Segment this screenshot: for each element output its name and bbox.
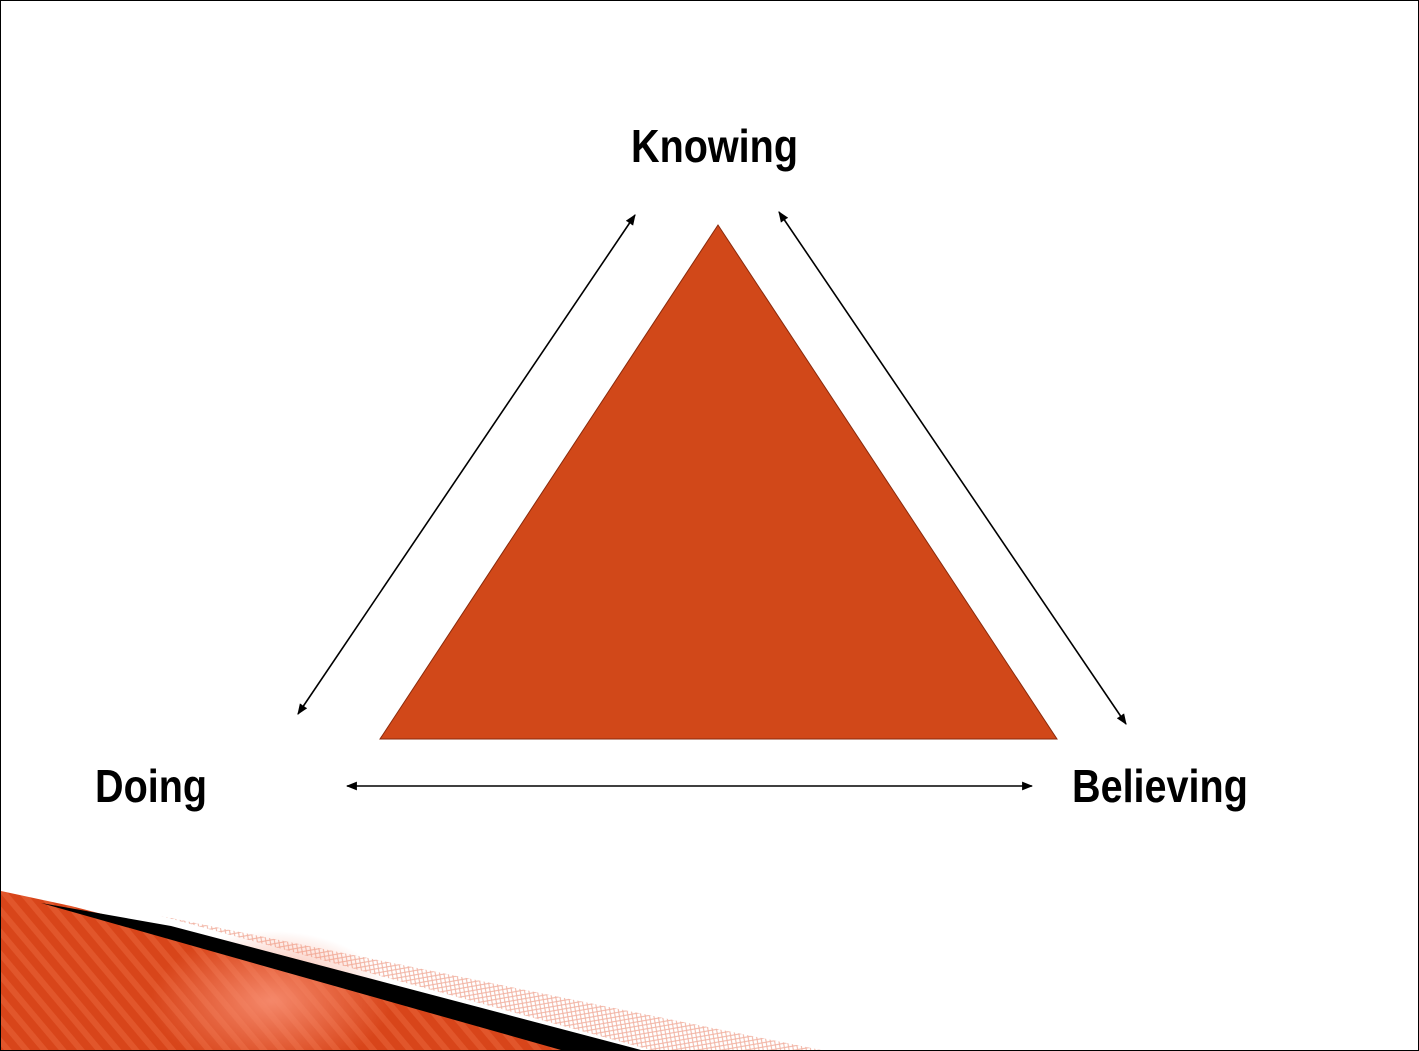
decorative-swoosh [1,891,821,1050]
arrow-knowing-doing [297,214,636,715]
arrow-knowing-believing [778,211,1127,725]
central-triangle [379,224,1058,740]
node-label-knowing: Knowing [631,120,799,172]
node-label-believing: Believing [1072,760,1248,812]
node-label-doing: Doing [95,760,208,812]
